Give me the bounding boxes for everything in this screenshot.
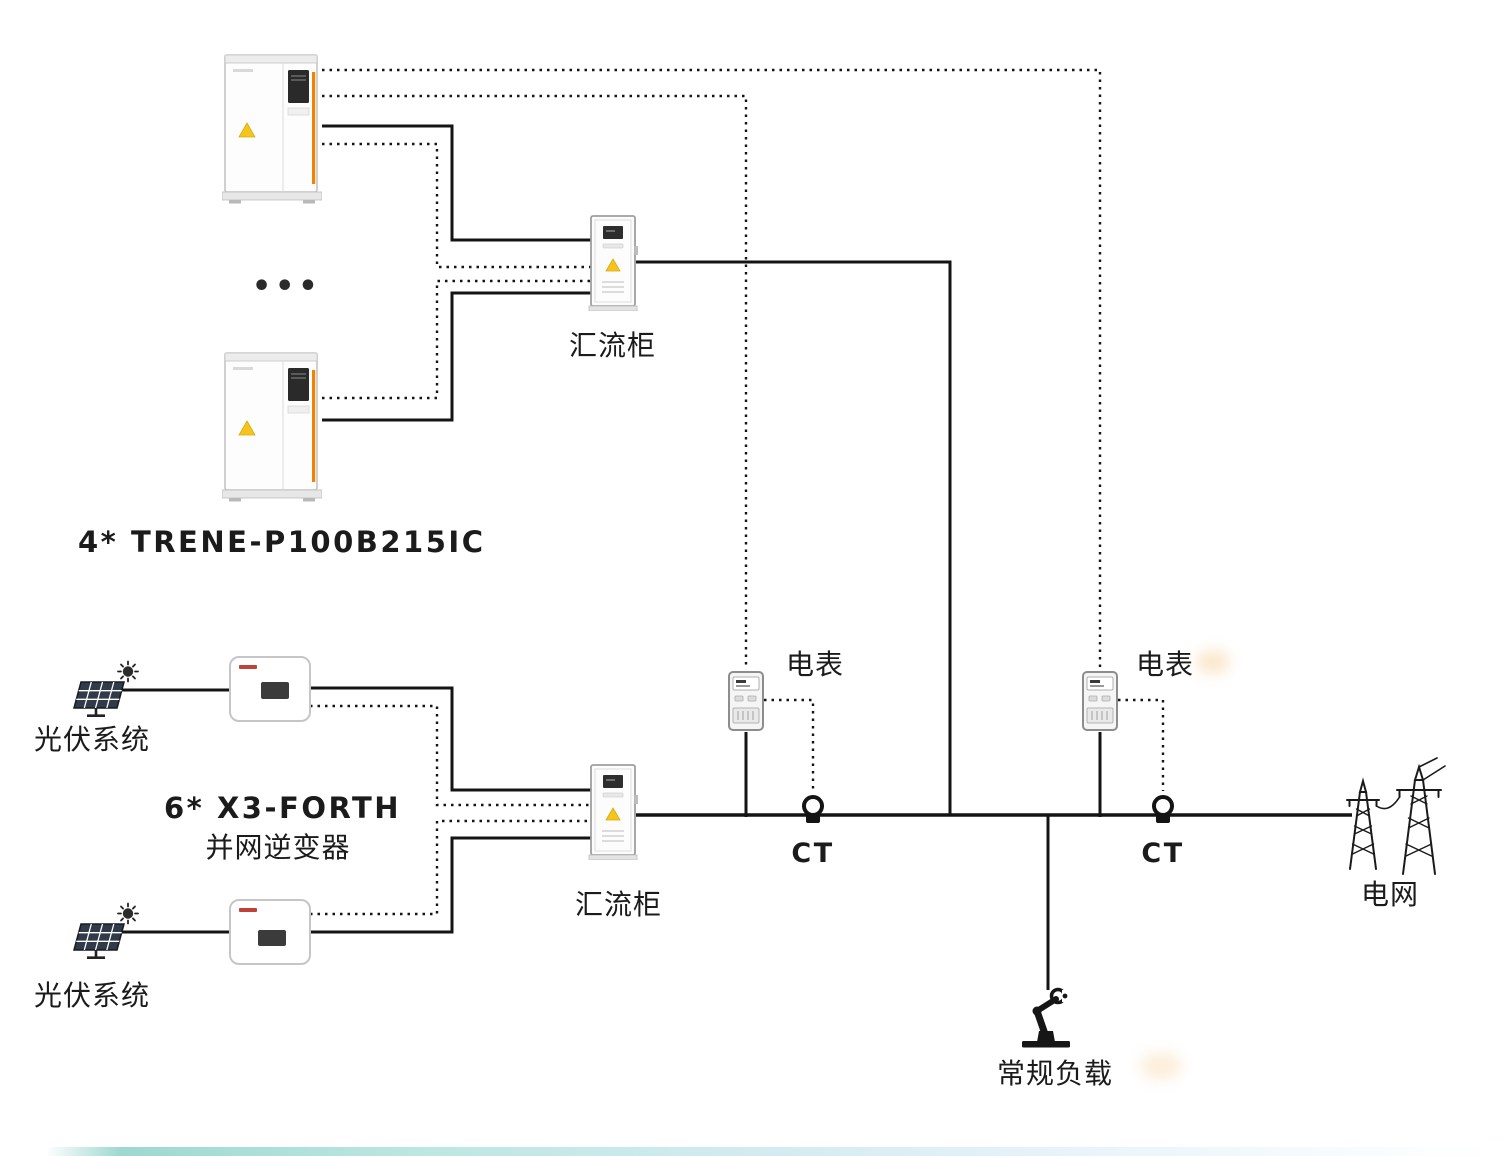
inverter-model-label: 6* X3-FORTH xyxy=(164,791,402,825)
pv-top-label: 光伏系统 xyxy=(34,723,151,756)
ct-right-icon xyxy=(1152,795,1174,823)
comm-battery1-combiner1 xyxy=(322,142,591,269)
combiner-bottom-label: 汇流柜 xyxy=(575,888,663,921)
battery-cabinet-1-icon xyxy=(222,52,322,204)
power-wires xyxy=(122,124,1352,990)
meter-right-icon xyxy=(1081,670,1119,732)
combiner-top-label: 汇流柜 xyxy=(569,329,657,362)
robot-arm-icon xyxy=(1012,984,1084,1050)
grid-label: 电网 xyxy=(1360,878,1419,911)
ct-right-label: CT xyxy=(1141,838,1185,869)
more-units-ellipsis: ••• xyxy=(252,269,322,304)
comm-battery-meter-right xyxy=(322,68,1102,668)
watermark-smudge-1 xyxy=(1196,650,1230,674)
footer-gradient-strip xyxy=(0,1147,1510,1156)
comm-meter1-ct1 xyxy=(764,698,815,791)
comm-meter2-ct2 xyxy=(1118,698,1165,791)
ct-left-icon xyxy=(802,795,824,823)
pv-bottom-label: 光伏系统 xyxy=(34,979,151,1012)
wire-battery2-combiner1 xyxy=(322,291,591,422)
signal-wires xyxy=(310,68,1165,916)
ct-left-label: CT xyxy=(791,838,835,869)
combiner-cabinet-top-icon xyxy=(588,214,638,311)
inverter-bottom-icon xyxy=(228,898,312,966)
pv-system-bottom-icon xyxy=(72,902,144,962)
battery-group-label: 4* TRENE-P100B215IC xyxy=(78,525,486,559)
battery-cabinet-2-icon xyxy=(222,350,322,502)
comm-battery-meter-left xyxy=(322,94,748,668)
meter-left-label: 电表 xyxy=(786,648,845,681)
combiner-cabinet-bottom-icon xyxy=(588,763,638,860)
wire-battery1-combiner1 xyxy=(322,124,591,242)
inverter-type-label: 并网逆变器 xyxy=(205,831,351,865)
comm-inverter2-combiner2 xyxy=(310,819,591,916)
wire-inverter2-combiner2 xyxy=(310,836,591,934)
wire-combiner1-bus xyxy=(636,260,952,816)
meter-left-icon xyxy=(727,670,765,732)
wire-inverter1-combiner2 xyxy=(310,686,591,792)
watermark-smudge-2 xyxy=(1140,1052,1182,1080)
inverter-group-label: 6* X3-FORTH 并网逆变器 xyxy=(164,791,402,865)
meter-right-label: 电表 xyxy=(1136,648,1195,681)
inverter-top-icon xyxy=(228,655,312,723)
pv-system-top-icon xyxy=(72,660,144,720)
load-label: 常规负载 xyxy=(996,1057,1113,1090)
grid-towers-icon xyxy=(1333,756,1458,876)
comm-battery2-combiner1 xyxy=(322,279,591,400)
